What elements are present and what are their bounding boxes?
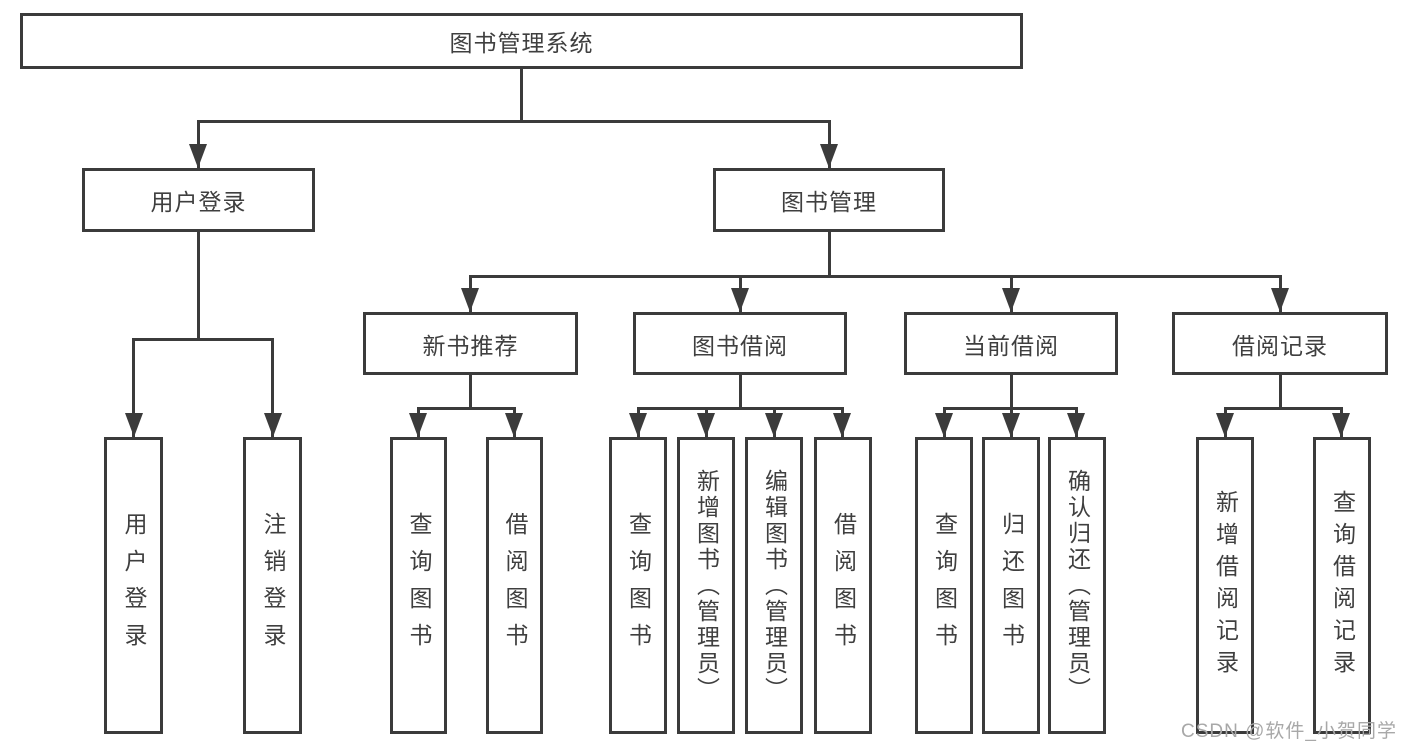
leaf-label: 查询图书 bbox=[625, 511, 652, 660]
leaf-label: 查询图书 bbox=[406, 511, 432, 660]
connector-line bbox=[828, 232, 831, 275]
node-label: 用户登录 bbox=[150, 189, 247, 215]
leaf-label: 新增借阅记录 bbox=[1212, 489, 1239, 682]
arrow-down-icon bbox=[1332, 413, 1350, 437]
leaf-query-books-recommend: 查询图书 bbox=[390, 437, 447, 734]
arrow-down-icon bbox=[765, 413, 783, 437]
leaf-borrow-books-recommend: 借阅图书 bbox=[486, 437, 543, 734]
leaf-query-books-borrow: 查询图书 bbox=[609, 437, 667, 734]
connector-line bbox=[469, 275, 1281, 278]
connector-line bbox=[417, 407, 516, 410]
leaf-add-borrow-record: 新增借阅记录 bbox=[1196, 437, 1254, 734]
leaf-label: 查询借阅记录 bbox=[1329, 489, 1356, 682]
leaf-label: 用户登录 bbox=[121, 511, 147, 660]
connector-line bbox=[132, 338, 135, 437]
arrow-down-icon bbox=[125, 413, 143, 437]
node-user-login: 用户登录 bbox=[82, 168, 315, 232]
leaf-add-books-admin: 新增图书（管理员） bbox=[677, 437, 735, 734]
node-new-book-recommend: 新书推荐 bbox=[363, 312, 578, 375]
leaf-label: 编辑图书（管理员） bbox=[761, 468, 788, 703]
node-book-management: 图书管理 bbox=[713, 168, 945, 232]
node-current-borrow: 当前借阅 bbox=[904, 312, 1118, 375]
arrow-down-icon bbox=[697, 413, 715, 437]
leaf-label: 归还图书 bbox=[998, 511, 1025, 660]
leaf-edit-books-admin: 编辑图书（管理员） bbox=[745, 437, 803, 734]
arrow-down-icon bbox=[731, 288, 749, 312]
leaf-label: 借阅图书 bbox=[502, 511, 528, 660]
arrow-down-icon bbox=[935, 413, 953, 437]
leaf-label: 借阅图书 bbox=[830, 511, 857, 660]
connector-line bbox=[469, 375, 472, 407]
arrow-down-icon bbox=[505, 413, 523, 437]
node-label: 图书管理系统 bbox=[449, 30, 594, 56]
node-label: 当前借阅 bbox=[963, 332, 1059, 359]
leaf-return-books: 归还图书 bbox=[982, 437, 1040, 734]
arrow-down-icon bbox=[820, 144, 838, 168]
node-label: 新书推荐 bbox=[422, 332, 519, 359]
node-label: 借阅记录 bbox=[1232, 332, 1328, 359]
connector-line bbox=[1224, 407, 1343, 410]
leaf-confirm-return-admin: 确认归还（管理员） bbox=[1048, 437, 1106, 734]
arrow-down-icon bbox=[833, 413, 851, 437]
leaf-label: 确认归还（管理员） bbox=[1064, 468, 1091, 703]
connector-line bbox=[520, 69, 523, 122]
csdn-watermark: CSDN @软件_小贺同学 bbox=[1181, 721, 1397, 742]
connector-line bbox=[637, 407, 843, 410]
node-label: 图书借阅 bbox=[692, 332, 788, 359]
arrow-down-icon bbox=[629, 413, 647, 437]
connector-line bbox=[197, 232, 200, 338]
leaf-user-login: 用户登录 bbox=[104, 437, 163, 734]
connector-line bbox=[132, 338, 274, 341]
arrow-down-icon bbox=[1067, 413, 1085, 437]
connector-line bbox=[271, 338, 274, 437]
connector-line bbox=[1279, 375, 1282, 407]
node-book-borrow: 图书借阅 bbox=[633, 312, 847, 375]
leaf-label: 新增图书（管理员） bbox=[693, 468, 720, 703]
arrow-down-icon bbox=[1002, 413, 1020, 437]
leaf-query-books-current: 查询图书 bbox=[915, 437, 973, 734]
leaf-label: 注销登录 bbox=[260, 511, 286, 660]
arrow-down-icon bbox=[264, 413, 282, 437]
arrow-down-icon bbox=[461, 288, 479, 312]
arrow-down-icon bbox=[1271, 288, 1289, 312]
arrow-down-icon bbox=[1216, 413, 1234, 437]
connector-line bbox=[197, 120, 831, 123]
arrow-down-icon bbox=[189, 144, 207, 168]
node-label: 图书管理 bbox=[781, 189, 877, 215]
arrow-down-icon bbox=[409, 413, 427, 437]
leaf-query-borrow-record: 查询借阅记录 bbox=[1313, 437, 1371, 734]
node-library-system: 图书管理系统 bbox=[20, 13, 1023, 69]
connector-line bbox=[739, 375, 742, 407]
connector-line bbox=[1010, 375, 1013, 407]
leaf-borrow-books: 借阅图书 bbox=[814, 437, 872, 734]
leaf-logout: 注销登录 bbox=[243, 437, 302, 734]
leaf-label: 查询图书 bbox=[931, 511, 958, 660]
arrow-down-icon bbox=[1002, 288, 1020, 312]
node-borrow-records: 借阅记录 bbox=[1172, 312, 1388, 375]
